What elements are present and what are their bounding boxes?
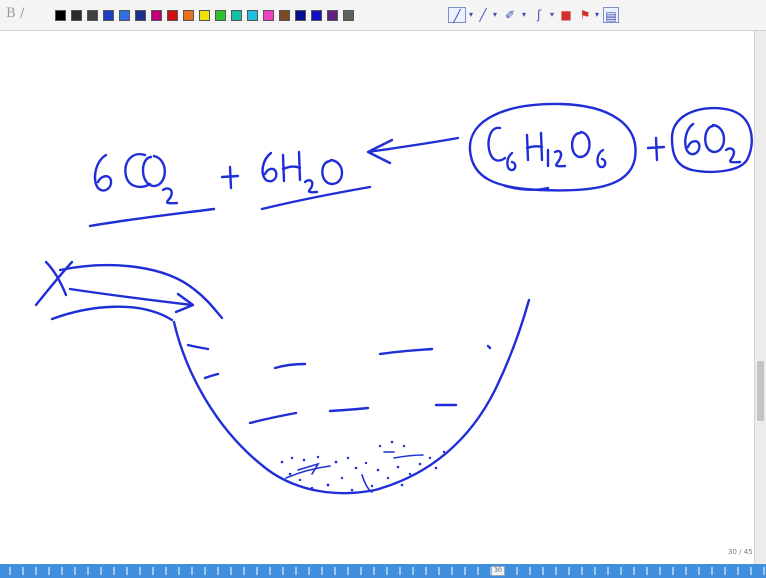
ink-underline-co2 [88, 207, 216, 228]
insert-space-icon[interactable]: ▤ [603, 7, 619, 23]
color-swatch[interactable] [231, 10, 242, 21]
color-swatch[interactable] [247, 10, 258, 21]
pen-dropdown-icon[interactable]: ▾ [468, 10, 473, 19]
ink-digit-6-right [261, 151, 278, 183]
ink-arrow-shaft [366, 136, 460, 154]
vertical-scrollbar[interactable] [754, 31, 766, 564]
brush-icon[interactable]: ✐ [504, 8, 516, 22]
ink-letter-O-water [321, 158, 344, 186]
ink-upper-curve [58, 263, 224, 320]
bold-button[interactable]: B [6, 6, 16, 21]
ink-letter-C-glucose [487, 126, 507, 162]
ink-toolbar: B / ╱ ▾ ╱ ▾ ✐ ▾ ʃ ▾ ■ ⚑ ▾ ▤ [0, 0, 766, 31]
lasso-dropdown-icon[interactable]: ▾ [549, 10, 554, 19]
note-canvas[interactable] [0, 31, 754, 564]
color-swatch[interactable] [103, 10, 114, 21]
ink-basin-outline [172, 298, 531, 495]
ink-circle-oxygen [670, 106, 753, 173]
eraser-icon[interactable]: ■ [560, 8, 572, 22]
color-swatch[interactable] [295, 10, 306, 21]
ink-letter-O [141, 154, 166, 188]
brush-dropdown-icon[interactable]: ▾ [521, 10, 526, 19]
ink-letter-O-oxygen [704, 123, 726, 154]
ink-sub-2-h2o [303, 179, 319, 194]
color-swatch[interactable] [215, 10, 226, 21]
ink-letter-H [281, 150, 302, 183]
ink-sub-6-o6 [596, 148, 607, 169]
color-swatch[interactable] [87, 10, 98, 21]
ink-mid-arrow-head [174, 292, 195, 314]
ink-sediment [280, 440, 446, 493]
color-swatch[interactable] [167, 10, 178, 21]
color-swatch[interactable] [135, 10, 146, 21]
ink-dash-4 [378, 347, 434, 356]
color-swatch[interactable] [119, 10, 130, 21]
italic-button[interactable]: / [20, 6, 25, 21]
ink-x-mark [34, 260, 74, 307]
color-swatch[interactable] [279, 10, 290, 21]
ink-sub-2-co2 [161, 187, 179, 205]
color-swatch[interactable] [55, 10, 66, 21]
highlighter-icon[interactable]: ⚑ [579, 8, 591, 22]
ink-sub-2-o2 [724, 147, 742, 164]
color-swatch[interactable] [183, 10, 194, 21]
ink-arrow-head [366, 138, 394, 165]
ink-dash-2 [203, 372, 220, 380]
ink-sub-12 [546, 148, 567, 168]
page-indicator: 30 / 45 [728, 548, 753, 556]
ink-letter-C [124, 152, 152, 189]
ink-sub-6-glucose [506, 151, 517, 172]
ink-digit-6-left [93, 153, 113, 192]
ink-letter-H-glucose [525, 131, 544, 162]
horizontal-scrollbar[interactable]: 30 [0, 564, 766, 578]
ink-dash-5 [486, 344, 492, 350]
color-swatch[interactable] [263, 10, 274, 21]
lasso-icon[interactable]: ʃ [536, 8, 542, 22]
color-swatch[interactable] [199, 10, 210, 21]
scroll-ticks [9, 567, 765, 575]
color-swatch[interactable] [311, 10, 322, 21]
ink-drawing [34, 102, 753, 495]
ink-dash-7 [328, 406, 370, 413]
ink-dash-1 [186, 343, 210, 351]
pen-color-icon[interactable]: ╱ [479, 8, 487, 22]
ink-lower-curve [50, 305, 174, 322]
ink-underline-glucose [503, 184, 550, 191]
ink-underline-h2o [260, 185, 372, 211]
horizontal-scroll-thumb[interactable]: 30 [491, 566, 505, 576]
ink-mid-arrow [68, 287, 194, 307]
color-swatch[interactable] [71, 10, 82, 21]
pen-color-dropdown-icon[interactable]: ▾ [492, 10, 497, 19]
color-swatch[interactable] [343, 10, 354, 21]
ink-dash-3 [273, 362, 307, 370]
vertical-scroll-thumb[interactable] [757, 361, 764, 421]
ink-digit-6-oxygen [684, 122, 701, 156]
highlighter-dropdown-icon[interactable]: ▾ [594, 10, 599, 19]
color-swatch[interactable] [327, 10, 338, 21]
ink-circle-glucose [468, 102, 637, 192]
ink-dash-6 [248, 411, 298, 425]
ink-plus-1 [220, 165, 240, 190]
ink-letter-O-glucose [570, 130, 591, 159]
color-swatch[interactable] [151, 10, 162, 21]
ink-plus-2 [646, 136, 666, 162]
pen-tool-icon[interactable]: ╱ [448, 7, 466, 23]
